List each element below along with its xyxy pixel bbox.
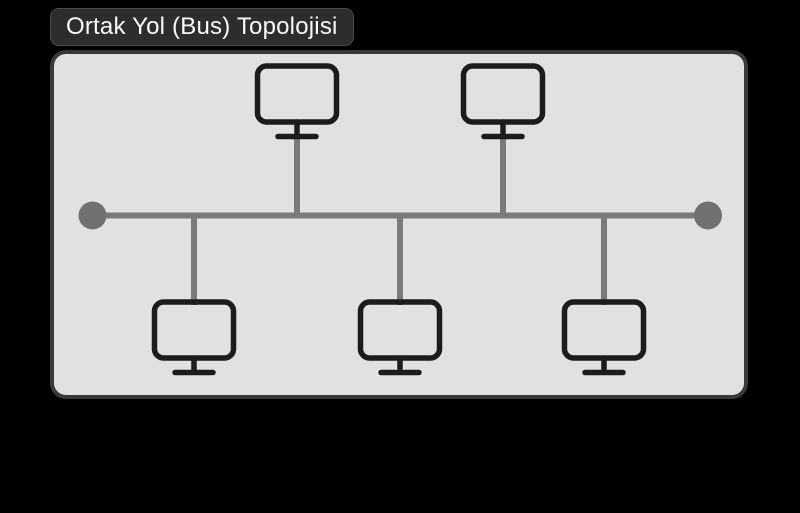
computer-icon-bottom-3 (561, 299, 647, 376)
diagram-title-bar: Ortak Yol (Bus) Topolojisi (50, 8, 354, 46)
diagram-title: Ortak Yol (Bus) Topolojisi (66, 13, 338, 40)
computer-icon-top-1 (254, 63, 340, 140)
computer-icon-bottom-2 (357, 299, 443, 376)
computer-icon-top-2 (460, 63, 546, 140)
bus-terminator-right-icon (694, 201, 722, 230)
computer-icon-bottom-1 (151, 299, 237, 376)
bus-terminator-left-icon (78, 201, 107, 230)
